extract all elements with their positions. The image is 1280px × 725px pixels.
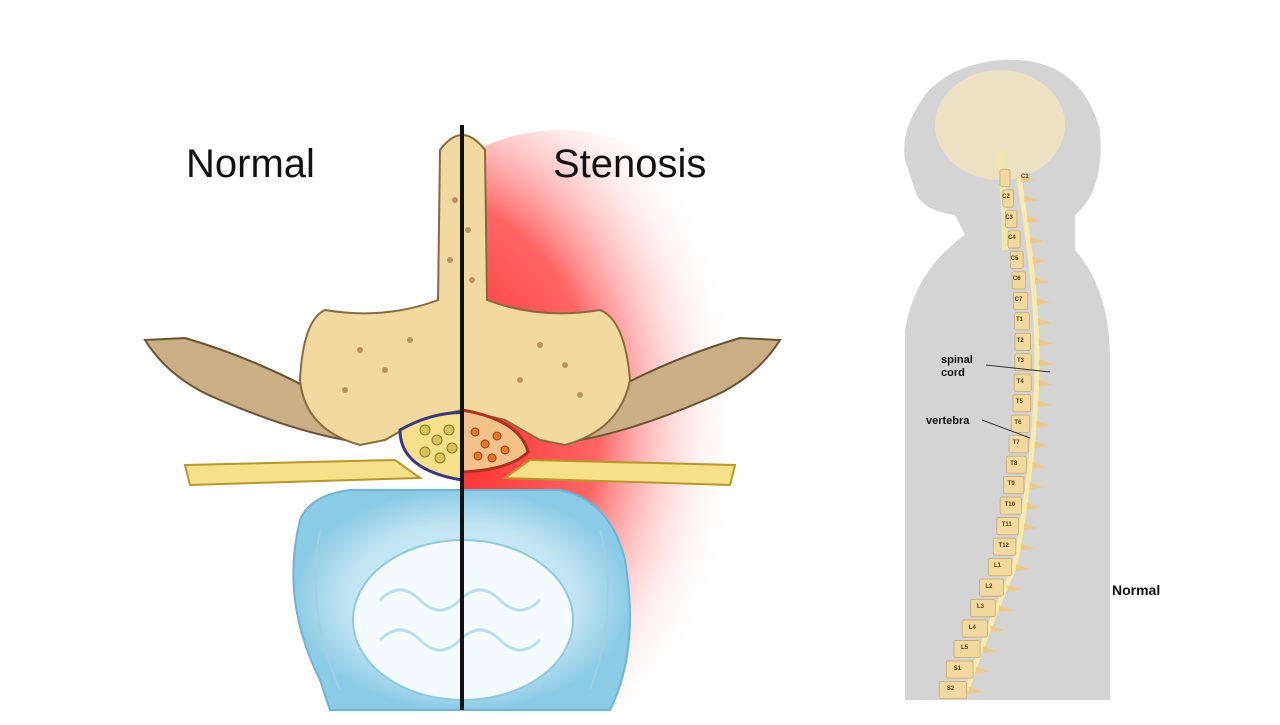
vertebra-level-label: T6 — [1014, 419, 1022, 426]
vertebra-level-label: L1 — [994, 563, 1002, 570]
vertebra-segment — [1014, 332, 1031, 351]
vertebra-level-label: T8 — [1010, 460, 1018, 467]
spinous-process — [1024, 195, 1039, 203]
normal-label-right: Normal — [1112, 582, 1161, 598]
nerve-roots — [183, 458, 737, 487]
vertebra-segment — [1007, 230, 1021, 249]
vertebra-segment — [1011, 271, 1027, 290]
vertebra-segment — [970, 599, 996, 618]
vertebra-level-label: S2 — [946, 686, 955, 692]
vertebra-level-label: T7 — [1012, 440, 1020, 447]
vertebra-level-label: C3 — [1005, 214, 1013, 221]
spinous-process — [1030, 236, 1045, 244]
vertebra-level-label: T2 — [1016, 337, 1024, 344]
vertebra-level-label: C7 — [1014, 296, 1023, 303]
spinous-process — [998, 605, 1013, 613]
vertebra-level-label: C2 — [1002, 194, 1010, 201]
spinous-process — [1038, 379, 1053, 387]
spinous-process — [1034, 277, 1049, 285]
spinous-process — [990, 625, 1005, 633]
stenosis-label: Stenosis — [553, 142, 707, 186]
spinal-canal — [398, 408, 530, 482]
vertebra-segment — [1002, 189, 1014, 208]
spinous-process — [1021, 175, 1035, 182]
vertebra-segment — [961, 619, 988, 638]
spine-column — [938, 168, 1053, 700]
vertebra-segment — [1008, 435, 1029, 454]
vertebra-segment — [1014, 312, 1030, 331]
spinous-process — [1032, 256, 1047, 264]
vertebra-segment — [1012, 394, 1032, 413]
vertebra-level-label: T5 — [1015, 399, 1023, 406]
vertebra-level-label: L4 — [968, 624, 976, 631]
vertebra-segment — [992, 537, 1017, 556]
spinal-cord-label: spinal cord — [941, 354, 973, 379]
spinous-process — [1016, 564, 1031, 572]
vertebra-level-label: T11 — [1001, 522, 1012, 529]
vertebra-level-label: T12 — [998, 542, 1009, 549]
spinous-process — [1034, 441, 1049, 449]
vertebra-level-label: C6 — [1012, 276, 1021, 283]
vertebra-segment — [1010, 414, 1031, 433]
vertebra-level-label: T9 — [1007, 481, 1015, 488]
vertebra-segment — [945, 660, 974, 679]
vertebra-level-label: C1 — [1021, 174, 1029, 180]
spinous-process — [983, 646, 998, 654]
vertebral-arch — [298, 134, 632, 447]
spinous-process — [1036, 420, 1051, 428]
vertebra-segment — [1003, 476, 1025, 495]
vertebra-level-label: T1 — [1015, 317, 1023, 324]
spinous-process — [1038, 338, 1053, 346]
spinous-process — [1027, 215, 1042, 223]
vertebra-level-label: L5 — [961, 645, 969, 652]
spinous-process — [1020, 543, 1035, 551]
transverse-processes — [143, 336, 782, 442]
spinous-process — [1023, 523, 1038, 531]
spinal-cord — [964, 177, 1040, 691]
vertebra-level-label: C5 — [1010, 255, 1019, 262]
spinous-process — [1032, 461, 1047, 469]
vertebra-segment — [1005, 455, 1027, 474]
vertebra-segment — [1013, 373, 1032, 392]
normal-label-left: Normal — [186, 142, 315, 186]
vertebra-segment — [978, 578, 1004, 597]
spinous-process — [1037, 400, 1052, 408]
vertebra-level-label: L2 — [985, 583, 993, 590]
vertebra-segment — [1005, 209, 1018, 228]
spinous-process — [975, 666, 990, 674]
vertebra-segment — [999, 496, 1022, 515]
vertebra-level-label: L3 — [976, 604, 984, 611]
vertebra-segment — [938, 680, 968, 700]
vertebra-level-label: S1 — [953, 665, 962, 672]
spinous-process — [1036, 297, 1051, 305]
vertebra-label: vertebra — [926, 415, 970, 427]
vertebra-segment — [1009, 250, 1024, 269]
skull — [935, 70, 1065, 180]
spinous-process — [1038, 359, 1053, 367]
vertebra-segment — [953, 640, 981, 659]
vertebra-segment — [999, 168, 1011, 188]
spinous-process — [1026, 502, 1041, 510]
vertebra-segment — [1014, 353, 1032, 372]
vertebra-pointer — [981, 419, 1031, 439]
spinous-process — [968, 687, 983, 694]
vertebra-segment — [996, 517, 1020, 536]
spinous-process — [1029, 482, 1044, 490]
vertebra-segment — [987, 558, 1013, 577]
spinous-process — [1037, 318, 1052, 326]
vertebra-level-label: T10 — [1004, 501, 1016, 508]
spinous-process — [1007, 584, 1022, 592]
vertebra-level-label: T3 — [1016, 358, 1024, 365]
spinal-cord-pointer — [985, 364, 1051, 373]
vertebra-level-label: T4 — [1016, 378, 1024, 385]
vertebra-segment — [1013, 291, 1029, 310]
vertebra-level-label: C4 — [1008, 235, 1016, 242]
body-silhouette — [904, 59, 1110, 700]
